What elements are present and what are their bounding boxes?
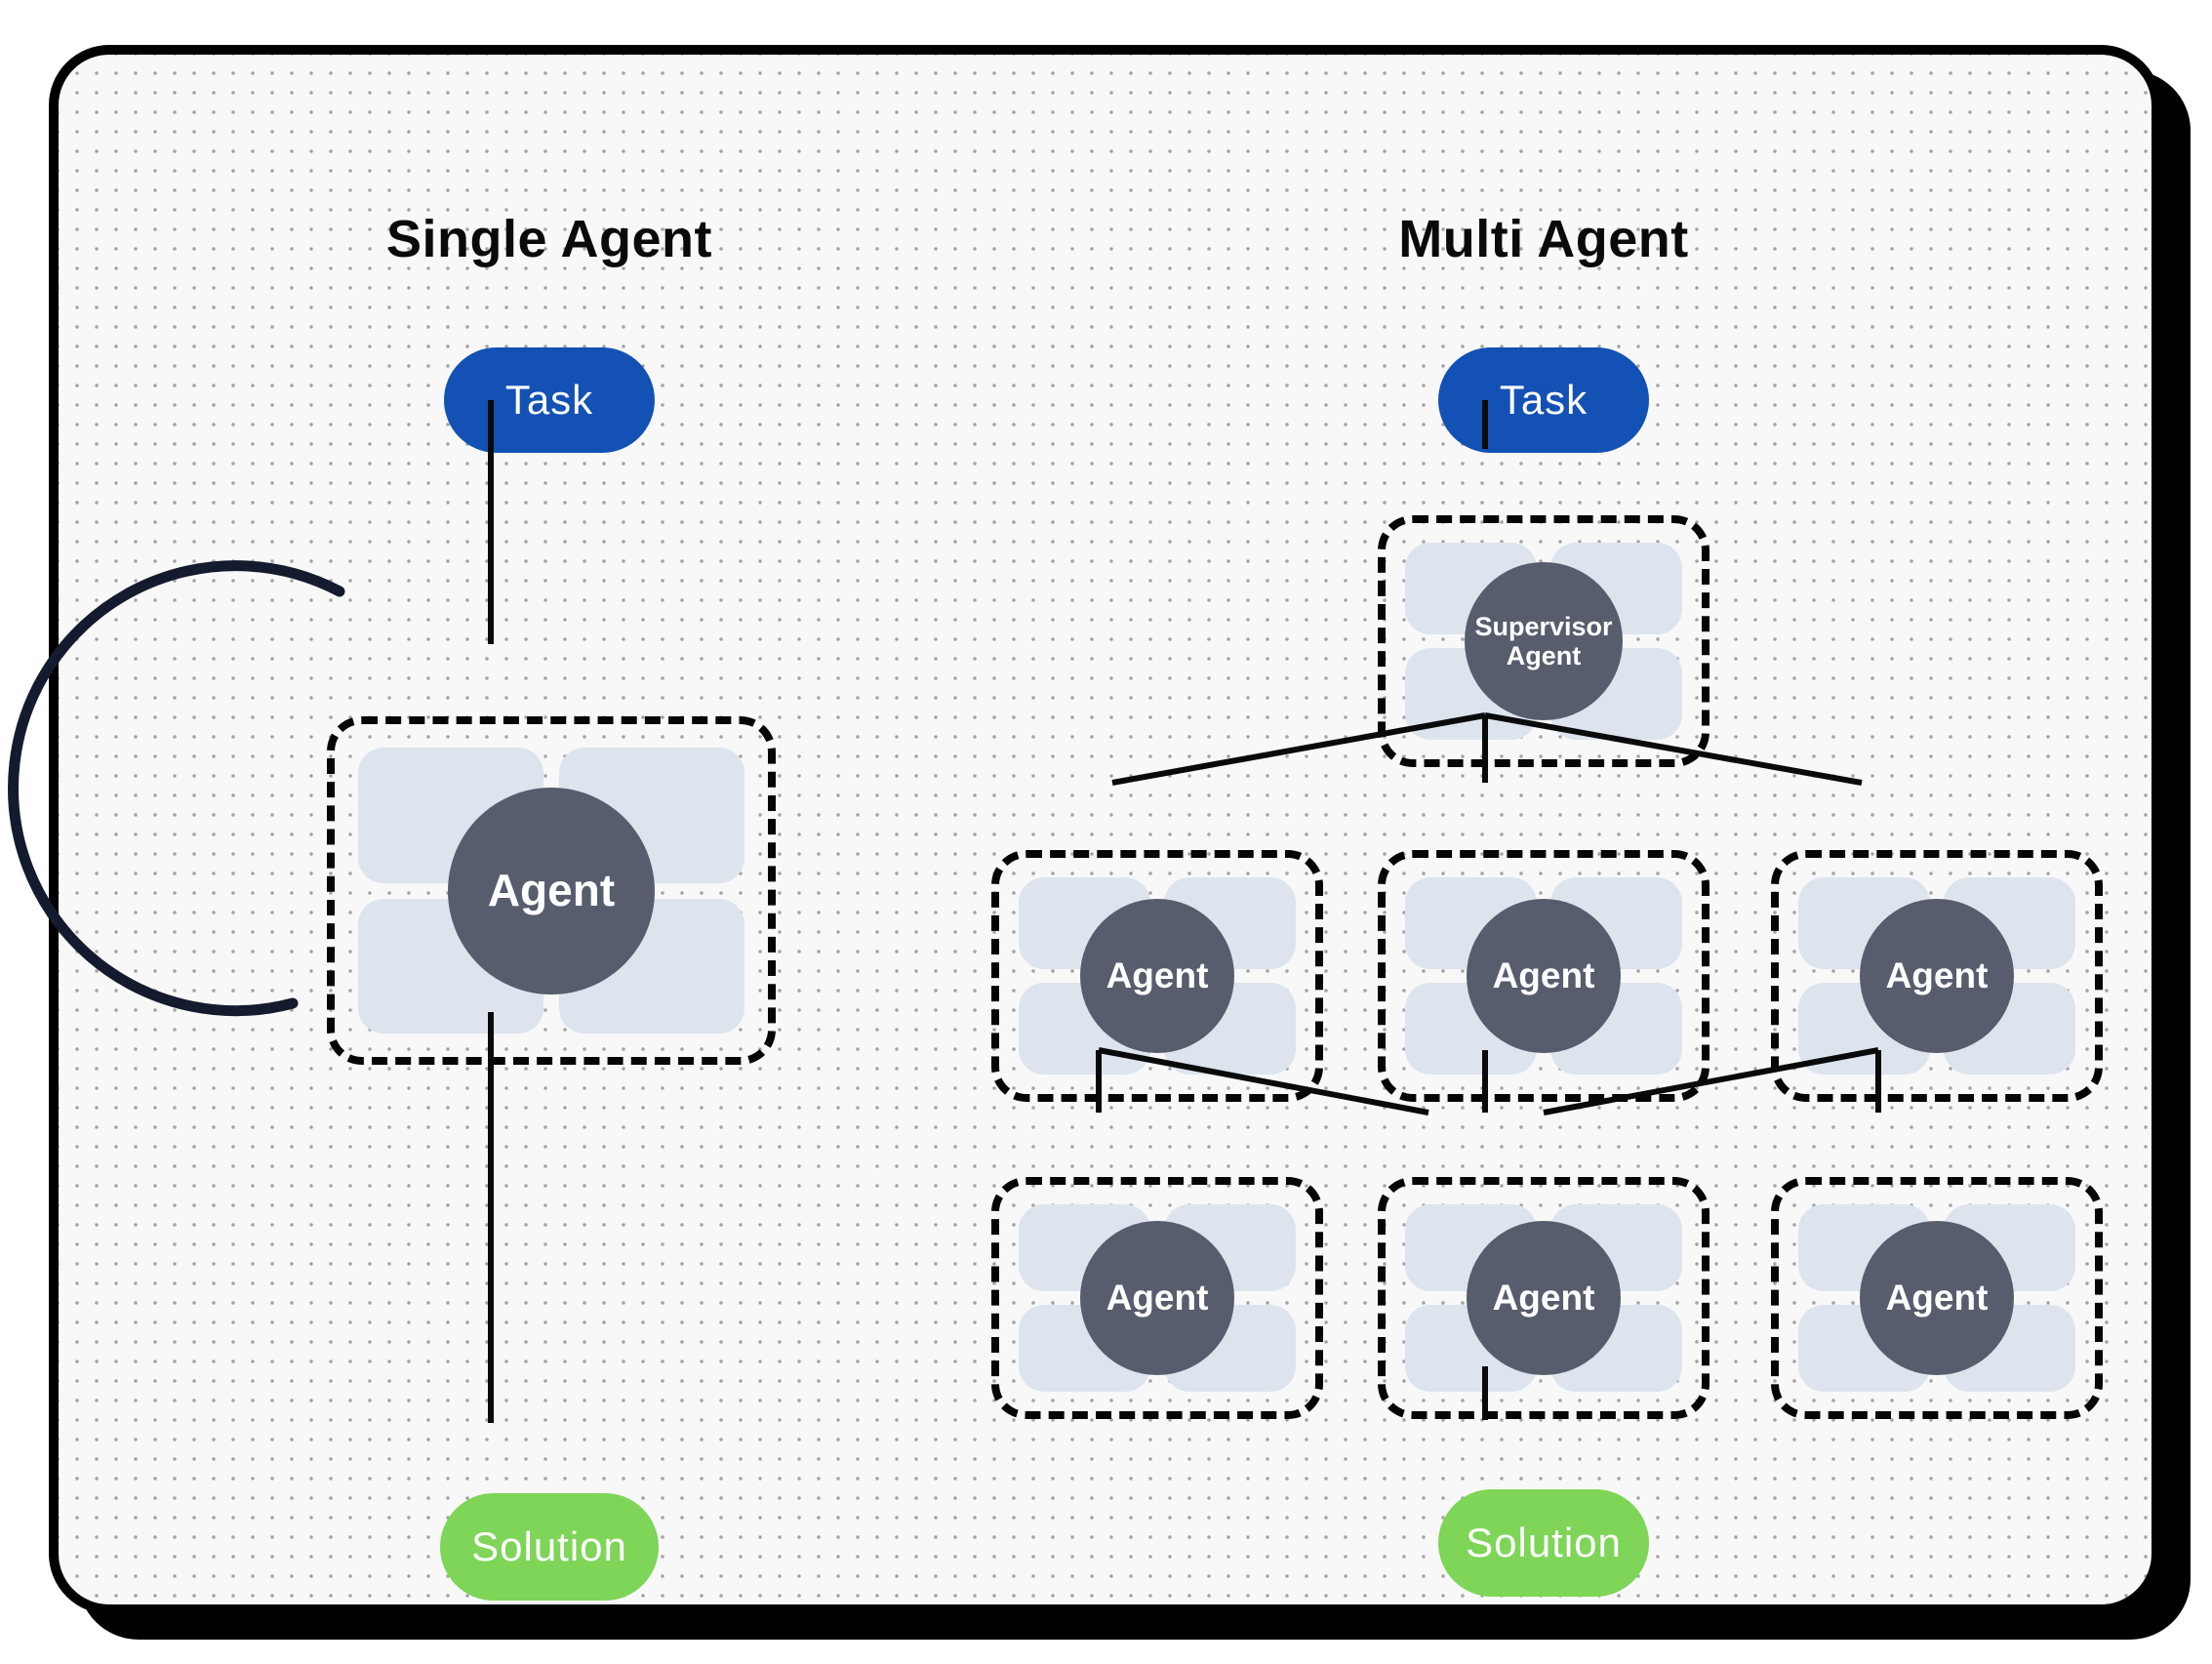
worker-agent-box-1: Agent [991,850,1323,1102]
single-task-pill: Task [444,347,655,453]
diagram-card: Single Agent Multi Agent Task Agent Solu… [49,45,2161,1614]
worker-agent-box-4: Agent [991,1177,1323,1419]
worker-agent-box-5: Agent [1378,1177,1709,1419]
supervisor-agent-box: Supervisor Agent [1378,515,1709,767]
single-agent-title: Single Agent [385,210,713,268]
multi-agent-title: Multi Agent [1398,210,1689,268]
worker-agent-box-3: Agent [1771,850,2103,1102]
worker-agent-label: Agent [1106,1278,1209,1319]
worker-agent-label: Agent [1106,955,1209,996]
worker-agent-circle: Agent [1080,899,1234,1053]
multi-solution-pill: Solution [1438,1489,1649,1597]
worker-agent-circle: Agent [1080,1221,1234,1375]
worker-agent-label: Agent [1885,955,1989,996]
single-solution-pill: Solution [440,1493,659,1601]
worker-agent-circle: Agent [1467,899,1621,1053]
worker-agent-circle: Agent [1467,1221,1621,1375]
worker-agent-box-2: Agent [1378,850,1709,1102]
worker-agent-label: Agent [1885,1278,1989,1319]
worker-agent-box-6: Agent [1771,1177,2103,1419]
worker-agent-circle: Agent [1860,899,2014,1053]
single-agent-circle: Agent [448,787,655,994]
worker-agent-circle: Agent [1860,1221,2014,1375]
single-agent-label: Agent [487,864,616,915]
supervisor-agent-label: Supervisor Agent [1474,611,1613,670]
worker-agent-label: Agent [1492,1278,1595,1319]
multi-task-pill: Task [1438,347,1649,453]
supervisor-agent-circle: Supervisor Agent [1465,562,1623,720]
single-agent-box: Agent [327,716,776,1065]
worker-agent-label: Agent [1492,955,1595,996]
